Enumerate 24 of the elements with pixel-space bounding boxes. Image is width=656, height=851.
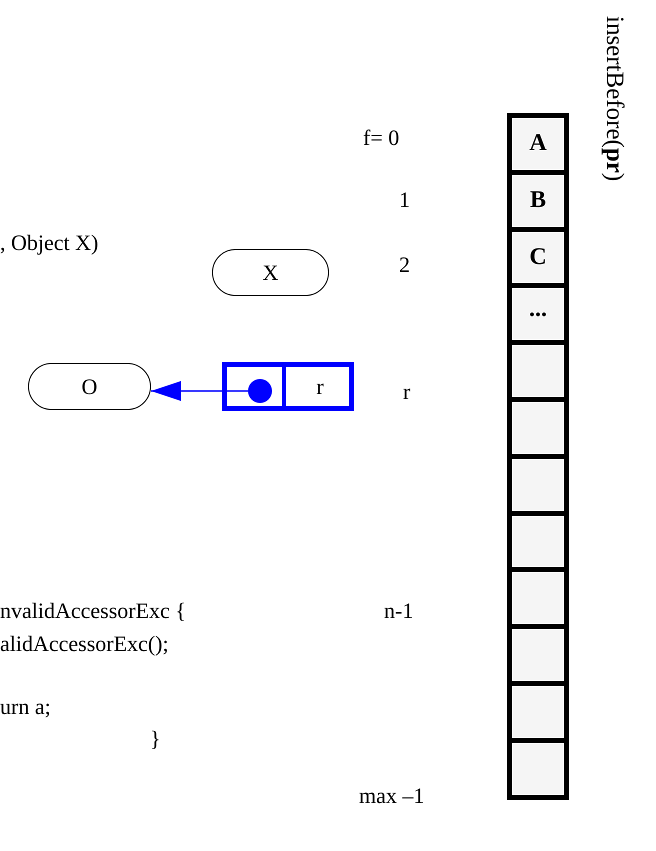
node-label: B [530,187,546,214]
code-text: alidAccessorExc(); [0,633,169,655]
index-label: 2 [399,254,410,276]
code-text: nvalidAccessorExc { [0,600,186,622]
index-label: r [403,381,410,403]
node-label: ... [529,296,547,323]
index-label: n-1 [384,600,414,622]
index-label: f= 0 [363,127,400,149]
code-text: } [150,728,161,750]
code-text: , Object X) [0,232,98,254]
index-label: max –1 [359,785,424,807]
node-label: C [529,244,547,271]
node-label: r [316,374,324,400]
code-text: urn a; [0,696,51,718]
pointer-record [222,362,354,411]
pointer-arrow [151,381,248,401]
rounded-node [28,363,151,410]
index-label: 1 [399,189,410,211]
node-label: O [82,374,98,400]
node-label: A [529,130,547,158]
pointer-dot [248,379,272,403]
rounded-node [212,249,329,296]
vertical-title: insertBefore(pr) [602,16,627,182]
node-label: X [262,260,278,286]
